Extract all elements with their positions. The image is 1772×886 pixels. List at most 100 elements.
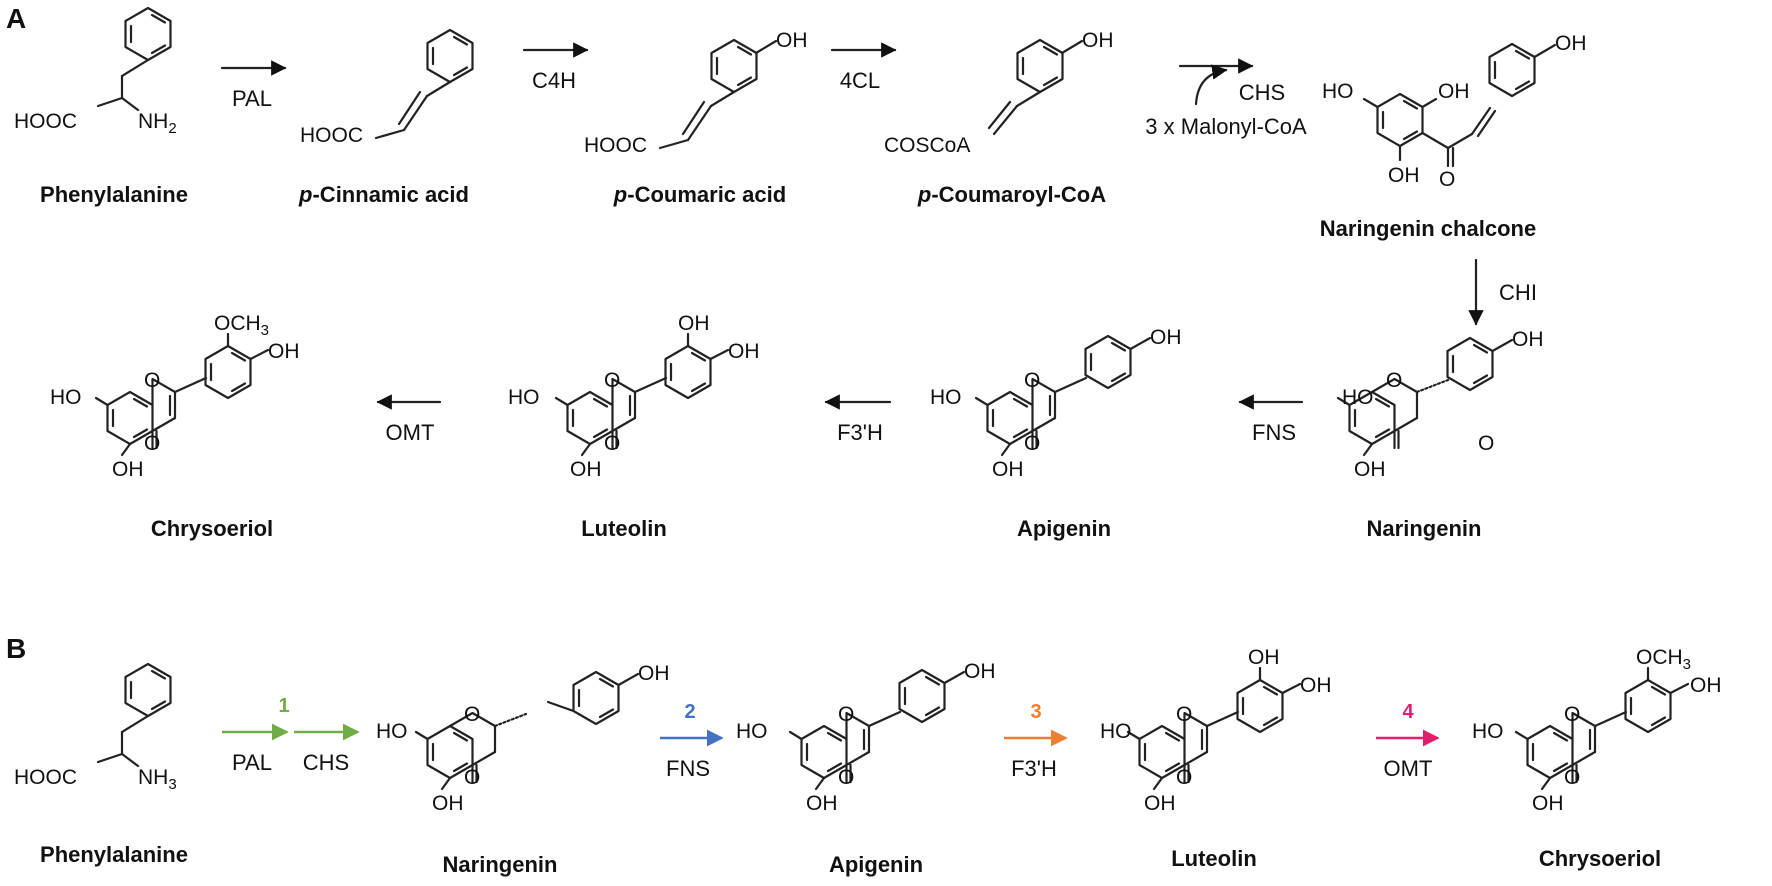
structure-naringenin-b: HO O O OH OH bbox=[376, 662, 670, 815]
svg-text:O: O bbox=[1564, 766, 1580, 789]
enzyme-chs-b: CHS bbox=[303, 750, 349, 775]
svg-text:O: O bbox=[838, 766, 854, 789]
svg-text:O: O bbox=[1439, 168, 1455, 191]
svg-text:O: O bbox=[1024, 432, 1040, 455]
svg-text:OH: OH bbox=[728, 340, 760, 363]
enzyme-fns-b: FNS bbox=[666, 756, 710, 781]
enzyme-pal-a: PAL bbox=[232, 86, 272, 111]
label-phenylalanine-a: Phenylalanine bbox=[40, 182, 188, 207]
structure-apigenin-a: HO O O OH OH bbox=[930, 326, 1182, 481]
svg-text:OH: OH bbox=[570, 458, 602, 481]
label-luteolin-b: Luteolin bbox=[1171, 846, 1257, 871]
enzyme-pal-b: PAL bbox=[232, 750, 272, 775]
structure-cinnamic-acid: HOOC bbox=[300, 28, 474, 147]
arrow-malonyl-input bbox=[1194, 64, 1228, 106]
svg-text:OH: OH bbox=[1248, 646, 1280, 669]
enzyme-chs-a: CHS bbox=[1239, 80, 1285, 105]
label-naringenin-a: Naringenin bbox=[1367, 516, 1482, 541]
svg-text:O: O bbox=[1176, 703, 1192, 726]
svg-text:OH: OH bbox=[1690, 674, 1722, 697]
svg-text:O: O bbox=[1564, 703, 1580, 726]
label-apigenin-a: Apigenin bbox=[1017, 516, 1111, 541]
svg-text:NH2: NH2 bbox=[138, 110, 177, 137]
enzyme-chi: CHI bbox=[1499, 280, 1537, 305]
step-number-2: 2 bbox=[684, 701, 695, 723]
svg-text:HO: HO bbox=[1342, 386, 1374, 409]
svg-text:OH: OH bbox=[1300, 674, 1332, 697]
svg-text:HO: HO bbox=[1100, 720, 1132, 743]
label-luteolin-a: Luteolin bbox=[581, 516, 667, 541]
svg-text:OH: OH bbox=[1354, 458, 1386, 481]
svg-text:OH: OH bbox=[1150, 326, 1182, 349]
label-naringenin-b: Naringenin bbox=[443, 852, 558, 877]
svg-text:OCH3: OCH3 bbox=[1636, 646, 1691, 673]
svg-text:OH: OH bbox=[1144, 792, 1176, 815]
svg-text:OH: OH bbox=[678, 312, 710, 335]
label-apigenin-b: Apigenin bbox=[829, 852, 923, 877]
svg-text:HOOC: HOOC bbox=[14, 110, 77, 133]
svg-text:OH: OH bbox=[1438, 80, 1470, 103]
svg-text:HOOC: HOOC bbox=[584, 134, 647, 157]
svg-text:O: O bbox=[144, 369, 160, 392]
svg-text:OH: OH bbox=[776, 29, 808, 52]
svg-text:OH: OH bbox=[1512, 328, 1544, 351]
svg-text:HOOC: HOOC bbox=[300, 124, 363, 147]
step-number-3: 3 bbox=[1030, 701, 1041, 723]
structure-luteolin-a: HO O O OH OH OH bbox=[508, 312, 760, 481]
enzyme-omt-a: OMT bbox=[386, 420, 435, 445]
structure-coumaric-acid: OH HOOC bbox=[584, 29, 808, 157]
structure-naringenin-chalcone: HO OH OH O OH bbox=[1322, 32, 1587, 191]
svg-text:HO: HO bbox=[508, 386, 540, 409]
svg-text:HO: HO bbox=[376, 720, 408, 743]
enzyme-f3h-b: F3'H bbox=[1011, 756, 1057, 781]
svg-text:O: O bbox=[1024, 369, 1040, 392]
structure-chrysoeriol-b: HO O O OH OCH3 OH bbox=[1472, 646, 1722, 815]
svg-text:OCH3: OCH3 bbox=[214, 312, 269, 339]
svg-text:O: O bbox=[464, 766, 480, 789]
enzyme-4cl: 4CL bbox=[840, 68, 880, 93]
svg-text:HO: HO bbox=[50, 386, 82, 409]
svg-text:OH: OH bbox=[964, 660, 996, 683]
svg-text:O: O bbox=[604, 432, 620, 455]
svg-text:COSCoA: COSCoA bbox=[884, 134, 970, 157]
svg-text:OH: OH bbox=[268, 340, 300, 363]
svg-text:HO: HO bbox=[1322, 80, 1354, 103]
svg-text:NH3: NH3 bbox=[138, 766, 177, 793]
label-coumaroyl-coa: p-Coumaroyl-CoA bbox=[917, 182, 1106, 207]
svg-text:O: O bbox=[144, 432, 160, 455]
svg-text:OH: OH bbox=[1532, 792, 1564, 815]
label-cinnamic-acid: p-Cinnamic acid bbox=[298, 182, 469, 207]
svg-text:O: O bbox=[838, 703, 854, 726]
structure-apigenin-b: HO O O OH OH bbox=[736, 660, 996, 815]
svg-text:OH: OH bbox=[638, 662, 670, 685]
panel-label-a: A bbox=[6, 3, 26, 34]
svg-text:O: O bbox=[464, 703, 480, 726]
svg-text:OH: OH bbox=[806, 792, 838, 815]
svg-text:O: O bbox=[1176, 766, 1192, 789]
svg-text:OH: OH bbox=[1388, 164, 1420, 187]
label-phenylalanine-b: Phenylalanine bbox=[40, 842, 188, 867]
structure-phenylalanine-a: HOOC NH2 bbox=[14, 8, 177, 137]
svg-text:O: O bbox=[604, 369, 620, 392]
enzyme-c4h: C4H bbox=[532, 68, 576, 93]
svg-text:OH: OH bbox=[112, 458, 144, 481]
structure-naringenin-a: HO O O OH OH bbox=[1338, 328, 1544, 481]
svg-text:OH: OH bbox=[992, 458, 1024, 481]
panel-label-b: B bbox=[6, 633, 26, 664]
svg-text:OH: OH bbox=[1082, 29, 1114, 52]
svg-text:HOOC: HOOC bbox=[14, 766, 77, 789]
enzyme-fns-a: FNS bbox=[1252, 420, 1296, 445]
structure-luteolin-b: HO O O OH OH OH bbox=[1100, 646, 1332, 815]
structure-chrysoeriol-a: HO O O OH OCH3 OH bbox=[50, 312, 300, 481]
step-number-1: 1 bbox=[278, 695, 289, 717]
structure-coumaroyl-coa: OH COSCoA bbox=[884, 29, 1114, 157]
svg-text:O: O bbox=[1478, 432, 1494, 455]
svg-text:OH: OH bbox=[432, 792, 464, 815]
svg-text:O: O bbox=[1386, 369, 1402, 392]
label-naringenin-chalcone: Naringenin chalcone bbox=[1320, 216, 1536, 241]
svg-text:HO: HO bbox=[736, 720, 768, 743]
svg-text:HO: HO bbox=[930, 386, 962, 409]
svg-text:OH: OH bbox=[1555, 32, 1587, 55]
